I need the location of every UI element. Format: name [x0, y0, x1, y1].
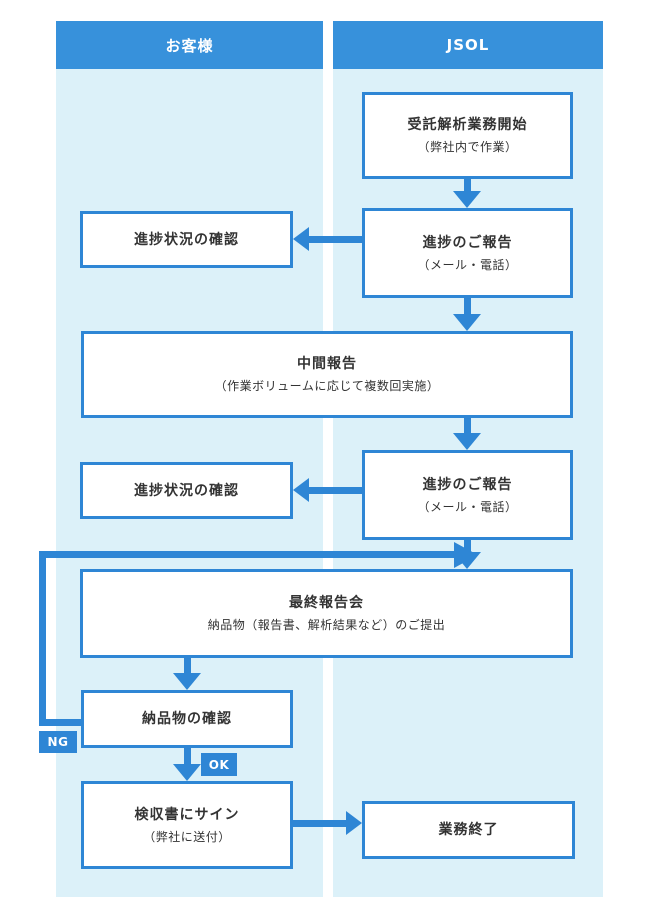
node-progress-report-2-subtitle: （メール・電話）: [417, 499, 518, 514]
arrowhead-left-icon: [293, 227, 309, 251]
lane-customer-title: お客様: [165, 36, 214, 55]
arrowhead-down-icon: [453, 433, 481, 450]
arrow-progress-report-2-to-final-report: [453, 540, 481, 569]
arrowhead-down-icon: [453, 191, 481, 208]
node-progress-report-1-subtitle: （メール・電話）: [417, 257, 518, 272]
lane-jsol-header: JSOL: [333, 21, 603, 69]
node-start-subtitle: （弊社内で作業）: [417, 140, 518, 154]
arrow-shaft: [308, 487, 362, 494]
arrow-shaft: [463, 540, 471, 553]
node-end-title: 業務終了: [438, 822, 499, 838]
arrow-progress-report-1-to-progress-check-1: [293, 227, 362, 252]
ng-loop-line-vertical: [39, 551, 46, 726]
lane-jsol-title: JSOL: [446, 36, 490, 54]
node-progress-check-1: 進捗状況の確認: [80, 211, 293, 268]
ok-badge: OK: [201, 753, 237, 776]
node-start: 受託解析業務開始 （弊社内で作業）: [362, 92, 573, 179]
node-deliverable-check: 納品物の確認: [81, 690, 293, 748]
arrowhead-down-icon: [173, 764, 201, 781]
node-sign-acceptance-subtitle: （弊社に送付）: [143, 829, 231, 844]
node-interim-report-title: 中間報告: [297, 356, 357, 372]
arrowhead-down-icon: [453, 552, 481, 569]
ng-loop-line-bottom: [39, 719, 81, 726]
arrowhead-left-icon: [293, 478, 309, 502]
arrow-shaft: [290, 820, 347, 827]
node-progress-report-2-title: 進捗のご報告: [422, 476, 513, 493]
arrow-sign-acceptance-to-end: [290, 811, 362, 836]
arrowhead-right-icon: [346, 811, 362, 835]
arrow-progress-report-1-to-interim-report: [453, 298, 481, 331]
node-progress-check-1-title: 進捗状況の確認: [134, 231, 239, 248]
node-progress-report-1: 進捗のご報告 （メール・電話）: [362, 208, 573, 298]
lane-customer-header: お客様: [56, 21, 323, 69]
arrow-shaft: [183, 658, 191, 674]
node-interim-report: 中間報告 （作業ボリュームに応じて複数回実施）: [81, 331, 573, 418]
arrow-shaft: [463, 418, 471, 434]
node-final-report: 最終報告会 納品物（報告書、解析結果など）のご提出: [80, 569, 573, 658]
node-sign-acceptance-title: 検収書にサイン: [134, 806, 240, 823]
arrowhead-down-icon: [453, 314, 481, 331]
arrow-final-report-to-deliverable-check: [173, 658, 201, 690]
node-start-title: 受託解析業務開始: [407, 117, 528, 133]
node-progress-check-2-title: 進捗状況の確認: [134, 482, 239, 499]
node-deliverable-check-title: 納品物の確認: [142, 711, 232, 727]
ng-loop-line-top: [39, 551, 454, 558]
node-final-report-title: 最終報告会: [289, 595, 364, 611]
ng-badge: NG: [39, 731, 77, 753]
arrow-progress-report-2-to-progress-check-2: [293, 478, 362, 503]
node-progress-report-2: 進捗のご報告 （メール・電話）: [362, 450, 573, 540]
arrow-shaft: [308, 236, 362, 243]
arrow-shaft: [183, 748, 191, 765]
node-sign-acceptance: 検収書にサイン （弊社に送付）: [81, 781, 293, 869]
node-interim-report-subtitle: （作業ボリュームに応じて複数回実施）: [214, 379, 440, 393]
arrow-deliverable-check-to-sign-acceptance: [173, 748, 201, 781]
node-progress-check-2: 進捗状況の確認: [80, 462, 293, 519]
node-end: 業務終了: [362, 801, 575, 859]
node-progress-report-1-title: 進捗のご報告: [422, 234, 513, 251]
arrowhead-down-icon: [173, 673, 201, 690]
arrow-shaft: [463, 298, 471, 315]
node-final-report-subtitle: 納品物（報告書、解析結果など）のご提出: [207, 618, 446, 632]
arrow-shaft: [463, 179, 471, 192]
arrow-start-to-progress-report-1: [453, 179, 481, 208]
arrow-interim-report-to-progress-report-2: [453, 418, 481, 450]
